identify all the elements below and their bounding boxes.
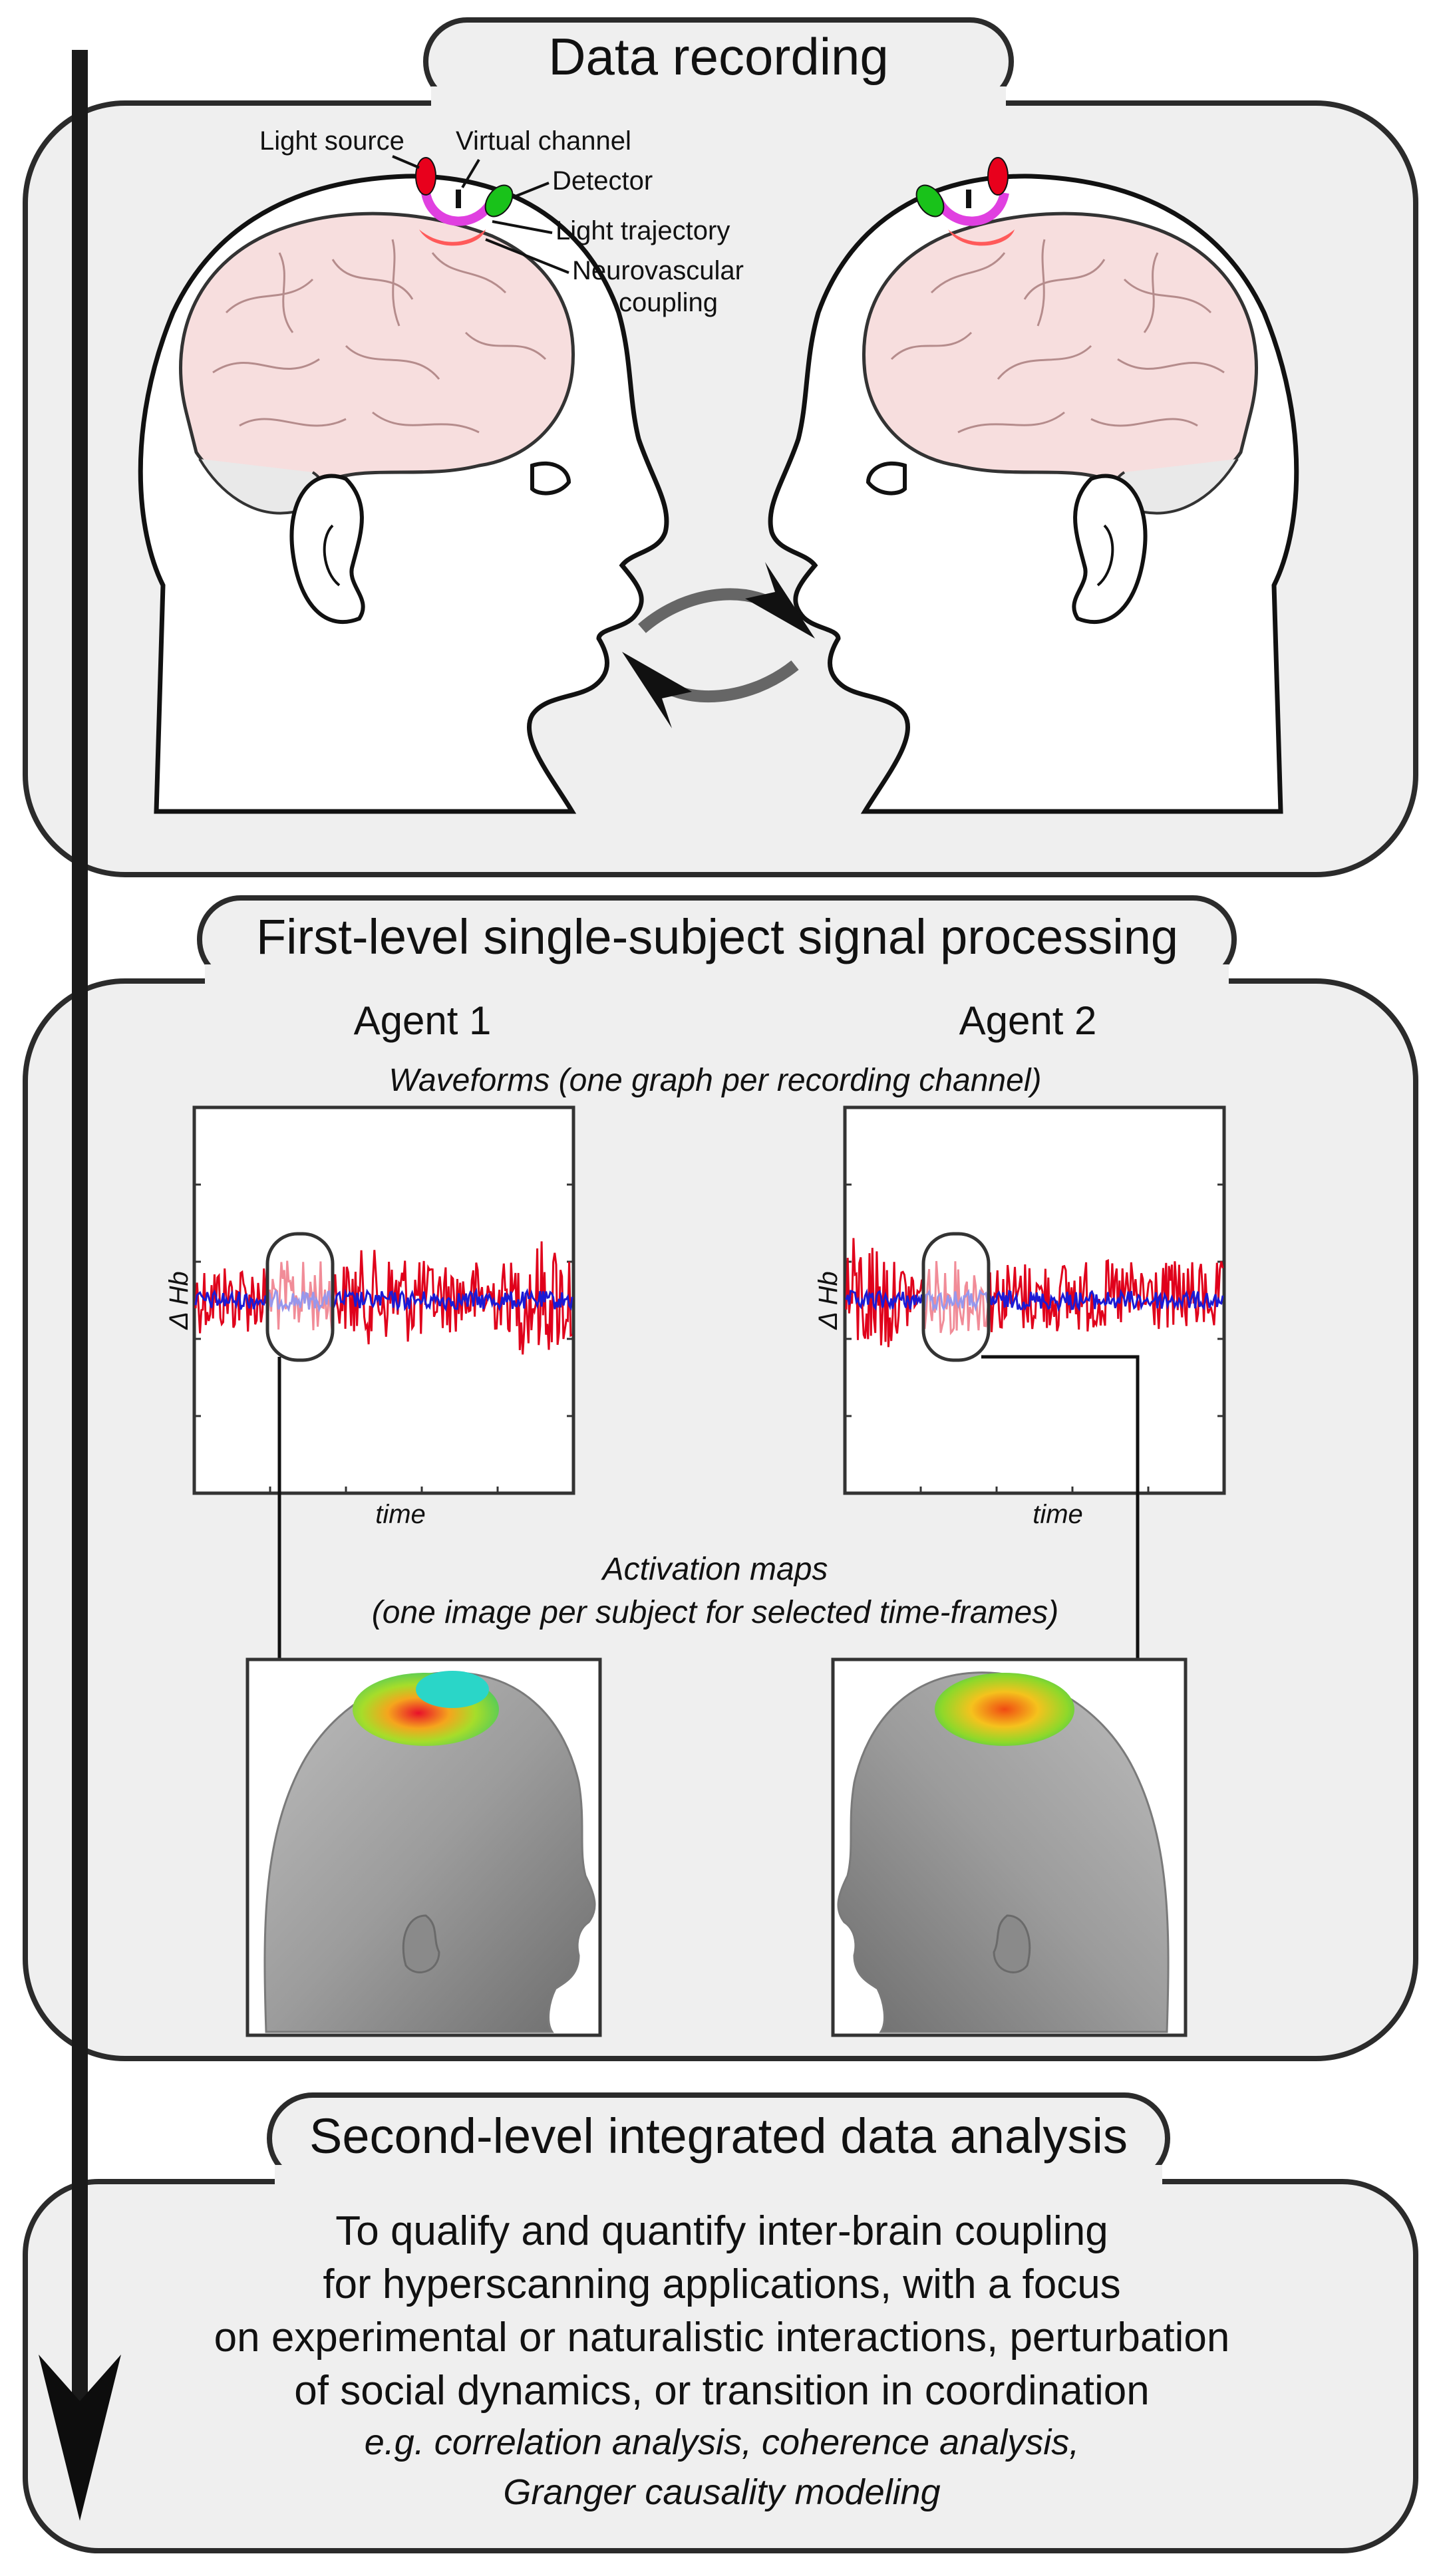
maps-caption-line1: Activation maps — [601, 1552, 828, 1587]
label-light-trajectory: Light trajectory — [556, 216, 730, 245]
right-head — [768, 174, 1299, 814]
right-detector-icon — [915, 184, 945, 217]
left-ear — [289, 474, 365, 624]
agent1-y-label: Δ Hb — [164, 1271, 194, 1330]
example-line-1: e.g. correlation analysis, coherence ana… — [365, 2422, 1080, 2462]
label-coupling-line1: Neurovascular — [572, 256, 744, 285]
left-eye — [530, 461, 571, 496]
agent2-hbr-trace — [845, 1288, 1224, 1312]
agent2-activation-map — [831, 1657, 1188, 2037]
interaction-arrows — [622, 562, 815, 728]
connector-lines — [277, 1355, 1140, 1659]
label-light-source: Light source — [259, 126, 404, 156]
label-virtual-channel: Virtual channel — [456, 126, 631, 156]
arrow-left-head-icon — [622, 652, 692, 728]
label-detector: Detector — [552, 166, 653, 196]
body-line-2: for hyperscanning applications, with a f… — [323, 2261, 1120, 2307]
left-optode-set — [415, 157, 514, 246]
example-line-2: Granger causality modeling — [503, 2472, 940, 2512]
left-coupling-region — [419, 229, 486, 246]
recording-title: Data recording — [548, 27, 889, 86]
maps-caption-line2: (one image per subject for selected time… — [372, 1595, 1058, 1630]
left-virtual-channel-icon — [456, 190, 461, 208]
agent1-activation-map — [245, 1657, 602, 2037]
agent2-head-render — [837, 1671, 1170, 2033]
agent1-label: Agent 1 — [354, 998, 492, 1043]
label-coupling-line2: coupling — [619, 288, 718, 317]
second-level-title: Second-level integrated data analysis — [309, 2108, 1128, 2164]
body-line-3: on experimental or naturalistic interact… — [214, 2315, 1230, 2361]
pipeline-flow-arrow — [39, 50, 121, 2521]
second-level-section: Second-level integrated data analysis To… — [23, 2092, 1418, 2553]
agent1-hbo-trace — [194, 1241, 573, 1355]
agent1-waveform-plot: Δ Hb time — [164, 1105, 575, 1529]
right-optode-set — [915, 157, 1015, 246]
left-light-source-icon — [415, 157, 436, 196]
agent1-axis-ticks — [194, 1183, 573, 1493]
first-level-title: First-level single-subject signal proces… — [256, 909, 1178, 964]
body-line-1: To qualify and quantify inter-brain coup… — [335, 2208, 1108, 2254]
agent1-hbr-trace — [194, 1287, 573, 1313]
agent2-waveform-plot: Δ Hb time — [814, 1105, 1226, 1529]
agent2-x-label: time — [1033, 1500, 1083, 1529]
body-line-4: of social dynamics, or transition in coo… — [294, 2368, 1149, 2414]
arrow-right-head-icon — [745, 562, 815, 639]
agent1-x-label: time — [375, 1500, 426, 1529]
waveforms-caption: Waveforms (one graph per recording chann… — [389, 1063, 1042, 1098]
agent2-label: Agent 2 — [959, 998, 1097, 1043]
agent1-head-render — [263, 1671, 596, 2033]
first-level-section: First-level single-subject signal proces… — [23, 895, 1418, 2061]
flow-arrowhead-icon — [39, 2355, 121, 2521]
optode-annotations: Light source Virtual channel Detector Li… — [259, 126, 744, 317]
agent2-hbo-trace — [845, 1238, 1224, 1348]
agent1-selected-window — [265, 1232, 335, 1362]
left-head — [138, 174, 669, 814]
agent2-axis-ticks — [845, 1183, 1224, 1493]
left-detector-icon — [484, 184, 514, 217]
data-recording-section: Data recording — [23, 17, 1418, 877]
right-light-source-icon — [987, 157, 1009, 196]
agent2-y-label: Δ Hb — [814, 1271, 843, 1330]
agent2-activation-blob — [935, 1673, 1074, 1746]
agent2-selected-window — [921, 1232, 991, 1362]
right-virtual-channel-icon — [966, 190, 971, 208]
